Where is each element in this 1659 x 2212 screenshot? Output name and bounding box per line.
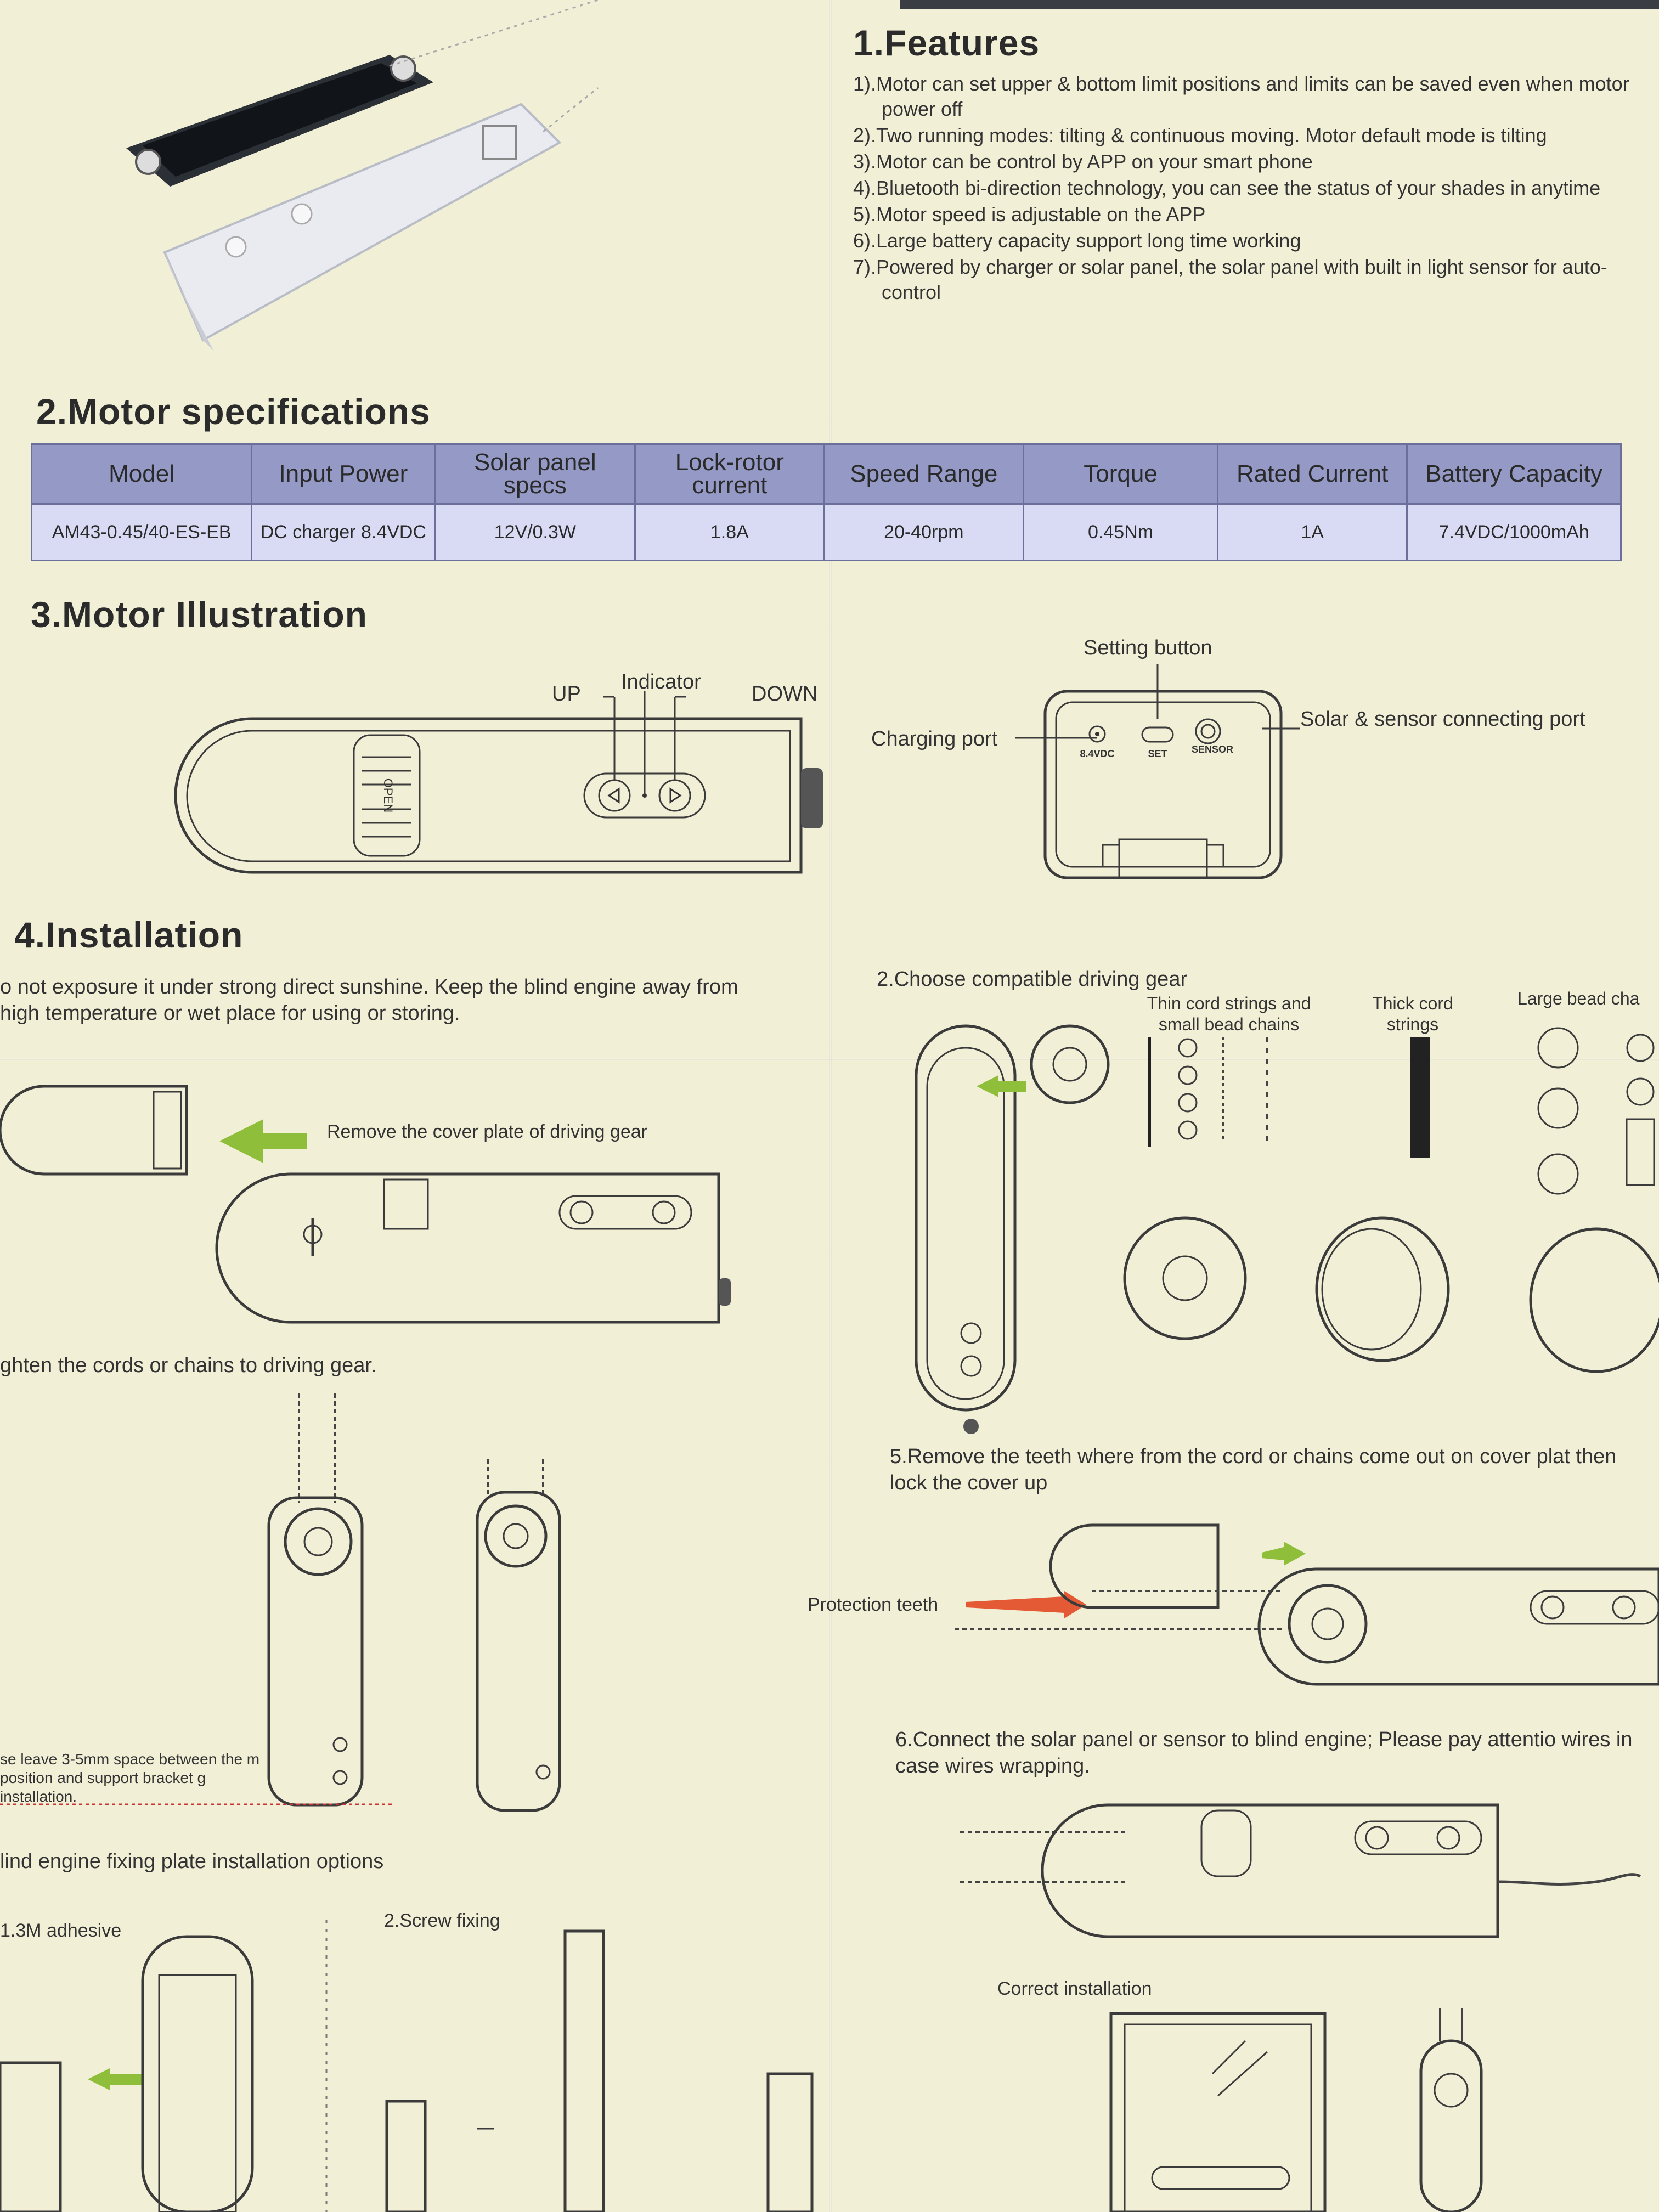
paper-fold-horizontal (0, 1058, 1659, 1060)
fixing-options-title: lind engine fixing plate installation op… (0, 1850, 384, 1873)
paper-fold-vertical (830, 0, 832, 2212)
installation-warning: o not exposure it under strong direct su… (0, 975, 738, 1025)
features-title: 1.Features (853, 22, 1040, 63)
spec-cell: 20-40rpm (823, 503, 1025, 561)
spec-cell: AM43-0.45/40-ES-EB (30, 503, 253, 561)
correct-installation-label: Correct installation (997, 1978, 1152, 1999)
spec-cell: 0.45Nm (1023, 503, 1219, 561)
spec-cell: 1.8A (634, 503, 825, 561)
specs-title: 2.Motor specifications (36, 391, 431, 432)
spec-header: Solar panel specs (434, 443, 636, 505)
port-label-sensor: SENSOR (1192, 744, 1233, 755)
feature-item: 5).Motor speed is adjustable on the APP (853, 203, 1206, 225)
thin-cord-label: Thin cord strings and small bead chains (1147, 994, 1311, 1034)
spec-header: Lock-rotor current (634, 443, 825, 505)
remove-cover-drawing (0, 1085, 731, 1324)
feature-item: 3).Motor can be control by APP on your s… (853, 150, 1313, 173)
red-arrow-icon (966, 1591, 1086, 1618)
spec-cell: 7.4VDC/1000mAh (1406, 503, 1622, 561)
top-bar (900, 0, 1659, 9)
sensor-port[interactable] (1195, 718, 1221, 744)
tighten-instruction: ghten the cords or chains to driving gea… (0, 1354, 377, 1377)
features-list: 1).Motor can set upper & bottom limit po… (853, 71, 1643, 306)
up-button[interactable] (598, 779, 631, 812)
remove-cover-label: Remove the cover plate of driving gear (327, 1121, 647, 1142)
port-label-charge: 8.4VDC (1080, 748, 1114, 759)
large-bead-label: Large bead cha (1517, 989, 1640, 1008)
choose-gear-title: 2.Choose compatible driving gear (877, 968, 1188, 991)
motor-side-drawing: OPEN (174, 691, 823, 874)
green-arrow-icon (1262, 1542, 1306, 1566)
red-dotted-line (0, 1803, 395, 1805)
spec-cell: 1A (1217, 503, 1408, 561)
adhesive-label: 1.3M adhesive (0, 1920, 122, 1941)
set-button[interactable] (1141, 726, 1174, 743)
port-label-set: SET (1148, 748, 1167, 759)
step5-instruction: 5.Remove the teeth where from the cord o… (890, 1445, 1617, 1494)
feature-item: 6).Large battery capacity support long t… (853, 229, 1301, 252)
indicator-light (642, 793, 647, 798)
illustration-title: 3.Motor Illustration (31, 594, 368, 635)
protection-teeth-label: Protection teeth (808, 1594, 939, 1615)
feature-item: 2).Two running modes: tilting & continuo… (853, 124, 1547, 146)
screw-label: 2.Screw fixing (384, 1910, 500, 1931)
green-arrow-icon (88, 2068, 143, 2090)
motor-image (163, 103, 562, 351)
setting-button-label: Setting button (1084, 636, 1212, 659)
spec-header: Speed Range (823, 443, 1025, 505)
vent-grille (353, 734, 421, 857)
charging-port-label: Charging port (871, 727, 998, 751)
spec-header: Torque (1023, 443, 1219, 505)
spec-cell: 12V/0.3W (434, 503, 636, 561)
step5-drawing (955, 1523, 1659, 1686)
open-label: OPEN (381, 778, 395, 812)
correct-install-drawing (1109, 2008, 1483, 2212)
down-label: DOWN (752, 682, 818, 706)
chain-install-drawing (267, 1393, 561, 1812)
down-button[interactable] (658, 779, 691, 812)
solar-port-label: Solar & sensor connecting port (1300, 708, 1585, 731)
product-photo (126, 0, 599, 351)
gear-options-drawing (915, 1024, 1659, 1434)
spec-header: Battery Capacity (1406, 443, 1622, 505)
up-label: UP (552, 682, 581, 706)
green-arrow-icon (977, 1075, 1026, 1097)
space-note: se leave 3-5mm space between the m posit… (0, 1751, 260, 1805)
motor-end-drawing: 8.4VDC SET SENSOR (1015, 664, 1300, 879)
fixing-options-drawing (0, 1920, 814, 2212)
solar-panel-image (126, 55, 433, 187)
feature-item: 7).Powered by charger or solar panel, th… (853, 256, 1607, 303)
spec-cell: DC charger 8.4VDC (251, 503, 436, 561)
installation-title: 4.Installation (14, 915, 244, 955)
spec-header-row: Model Input Power Solar panel specs Lock… (30, 443, 1622, 505)
thick-cord-label: Thick cord strings (1372, 994, 1453, 1034)
spec-header: Rated Current (1217, 443, 1408, 505)
step6-drawing (960, 1803, 1641, 1938)
feature-item: 1).Motor can set upper & bottom limit po… (853, 72, 1629, 120)
spec-value-row: AM43-0.45/40-ES-EB DC charger 8.4VDC 12V… (30, 503, 1622, 561)
charging-port[interactable] (1088, 725, 1106, 743)
feature-item: 4).Bluetooth bi-direction technology, yo… (853, 177, 1601, 199)
indicator-label: Indicator (621, 670, 701, 693)
step6-instruction: 6.Connect the solar panel or sensor to b… (895, 1728, 1633, 1778)
spec-header: Input Power (251, 443, 436, 505)
spec-table: Model Input Power Solar panel specs Lock… (30, 443, 1622, 561)
green-arrow-icon (219, 1119, 307, 1163)
spec-header: Model (30, 443, 253, 505)
